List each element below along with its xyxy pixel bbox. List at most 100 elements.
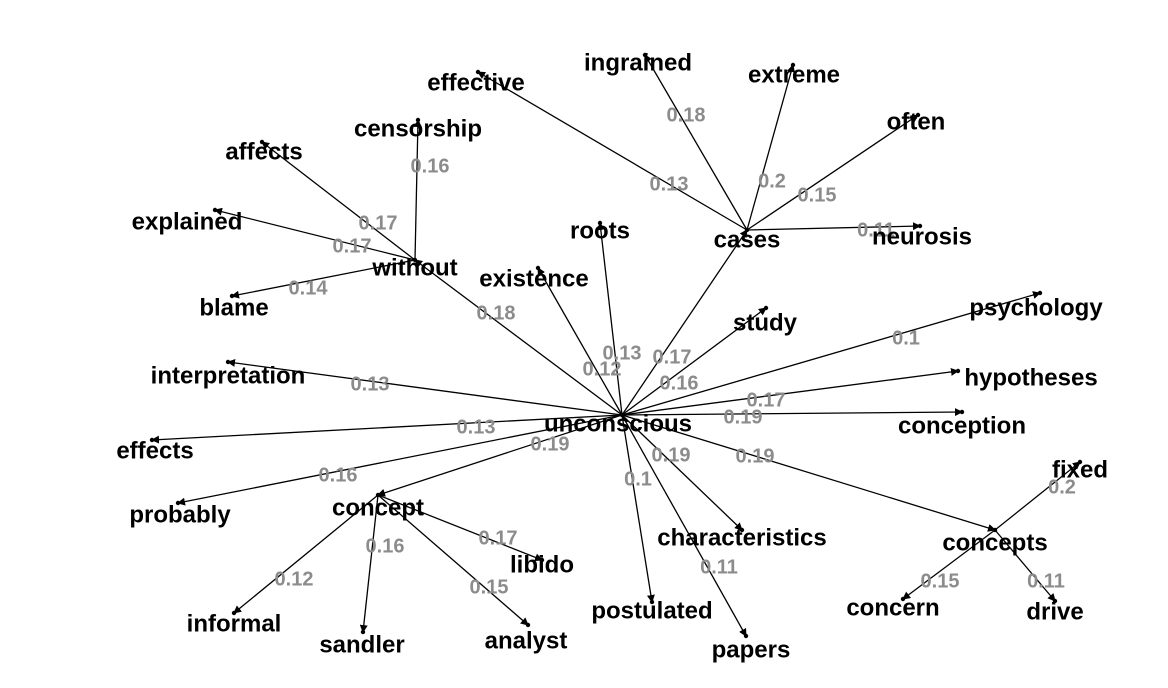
node-point-study [763, 305, 769, 311]
node-label-censorship: censorship [354, 115, 482, 142]
node-label-effective: effective [427, 69, 524, 96]
edge-weight-unconscious-probably: 0.16 [319, 464, 358, 486]
node-point-cases [744, 227, 750, 233]
edge-weight-unconscious-study: 0.16 [660, 372, 699, 394]
edge-weight-without-explained: 0.17 [333, 235, 372, 257]
node-point-fixed [1077, 459, 1083, 465]
edge-weight-concepts-fixed: 0.2 [1048, 476, 1076, 498]
edge-unconscious-roots [596, 222, 623, 416]
node-label-without: without [371, 254, 457, 281]
node-label-neurosis: neurosis [872, 223, 972, 250]
edge-weight-unconscious-characteristics: 0.19 [652, 444, 691, 466]
node-point-interpretation [225, 359, 231, 365]
edges-layer [151, 54, 1081, 637]
node-point-psychology [1037, 290, 1043, 296]
edge-weight-unconscious-without: 0.18 [477, 302, 516, 324]
edge-weight-unconscious-psychology: 0.1 [892, 327, 920, 349]
edge-weight-unconscious-existence: 0.12 [583, 358, 622, 380]
node-label-concern: concern [846, 594, 939, 621]
node-point-postulated [649, 599, 655, 605]
edge-without-explained [214, 207, 416, 261]
edge-cases-effective [477, 71, 748, 231]
edge-weight-unconscious-concept: 0.19 [531, 433, 570, 455]
node-label-analyst: analyst [485, 627, 568, 654]
edge-unconscious-conception [621, 408, 963, 417]
edge-unconscious-psychology [621, 291, 1041, 416]
edge-unconscious-postulated [621, 414, 655, 603]
edge-concept-libido [377, 494, 543, 562]
node-point-concepts [992, 527, 998, 533]
edge-weight-concept-informal: 0.12 [275, 568, 314, 590]
edge-weight-without-affects: 0.17 [359, 212, 398, 234]
node-label-sandler: sandler [319, 631, 404, 658]
edge-weight-concepts-drive: 0.11 [1027, 570, 1065, 592]
edge-weight-without-censorship: 0.16 [411, 155, 450, 177]
node-label-hypotheses: hypotheses [964, 364, 1097, 391]
edge-unconscious-concepts [621, 414, 996, 532]
edge-weight-unconscious-cases: 0.17 [653, 346, 692, 368]
edge-concepts-drive [994, 529, 1056, 602]
edge-weight-cases-ingrained: 0.18 [667, 104, 706, 126]
edge-weight-unconscious-interpretation: 0.13 [351, 373, 390, 395]
edge-without-affects [261, 141, 416, 261]
node-label-effects: effects [116, 437, 193, 464]
node-label-blame: blame [199, 294, 268, 321]
edge-weight-unconscious-effects: 0.13 [457, 416, 496, 438]
edge-weight-concept-sandler: 0.16 [366, 535, 405, 557]
node-point-existence [535, 265, 541, 271]
node-label-concept: concept [332, 494, 424, 521]
edge-concept-sandler [359, 494, 379, 633]
edge-weight-unconscious-conception: 0.19 [724, 406, 763, 428]
edge-weight-concept-libido: 0.17 [479, 527, 518, 549]
edge-weight-unconscious-papers: 0.11 [700, 556, 738, 578]
node-label-study: study [733, 309, 798, 336]
node-point-often [915, 112, 921, 118]
node-point-ingrained [642, 52, 648, 58]
node-label-often: often [887, 108, 946, 135]
edge-unconscious-interpretation [227, 358, 623, 416]
edge-unconscious-concept [377, 414, 623, 497]
node-label-existence: existence [479, 265, 588, 292]
node-point-blame [229, 293, 235, 299]
edge-weight-unconscious-hypotheses: 0.17 [747, 389, 786, 411]
edge-unconscious-effects [151, 414, 623, 444]
node-label-papers: papers [712, 636, 791, 663]
node-label-characteristics: characteristics [657, 524, 826, 551]
edge-unconscious-characteristics [621, 414, 743, 531]
edge-cases-neurosis [746, 222, 921, 231]
node-point-explained [212, 207, 218, 213]
node-point-concern [900, 596, 906, 602]
edge-weight-cases-extreme: 0.2 [758, 170, 786, 192]
node-label-affects: affects [225, 138, 302, 165]
node-point-effects [149, 437, 155, 443]
edge-concepts-fixed [994, 461, 1081, 531]
node-label-interpretation: interpretation [151, 362, 306, 389]
edge-without-censorship [413, 119, 422, 261]
node-point-extreme [790, 62, 796, 68]
edge-unconscious-papers [621, 414, 747, 637]
node-point-probably [175, 500, 181, 506]
node-label-postulated: postulated [591, 597, 712, 624]
node-point-characteristics [739, 527, 745, 533]
edge-weight-unconscious-concepts: 0.19 [736, 445, 775, 467]
edge-concept-informal [233, 494, 379, 614]
edge-cases-ingrained [644, 54, 748, 231]
node-label-probably: probably [129, 501, 231, 528]
edge-weight-concept-analyst: 0.15 [470, 576, 509, 598]
node-point-analyst [525, 622, 531, 628]
node-label-psychology: psychology [969, 294, 1103, 321]
edge-unconscious-probably [177, 414, 623, 506]
edge-unconscious-existence [537, 267, 623, 416]
edge-without-blame [231, 259, 416, 299]
node-label-conception: conception [898, 412, 1026, 439]
edge-concepts-concern [902, 529, 996, 600]
node-label-drive: drive [1026, 598, 1083, 625]
node-label-explained: explained [132, 208, 243, 235]
edge-weight-cases-often: 0.15 [798, 184, 837, 206]
edge-weight-without-blame: 0.14 [289, 277, 329, 299]
node-label-cases: cases [714, 226, 781, 253]
edge-weight-unconscious-postulated: 0.1 [624, 468, 652, 490]
nodes-layer: unconsciouscaseswithoutconceptconceptsin… [116, 49, 1108, 663]
